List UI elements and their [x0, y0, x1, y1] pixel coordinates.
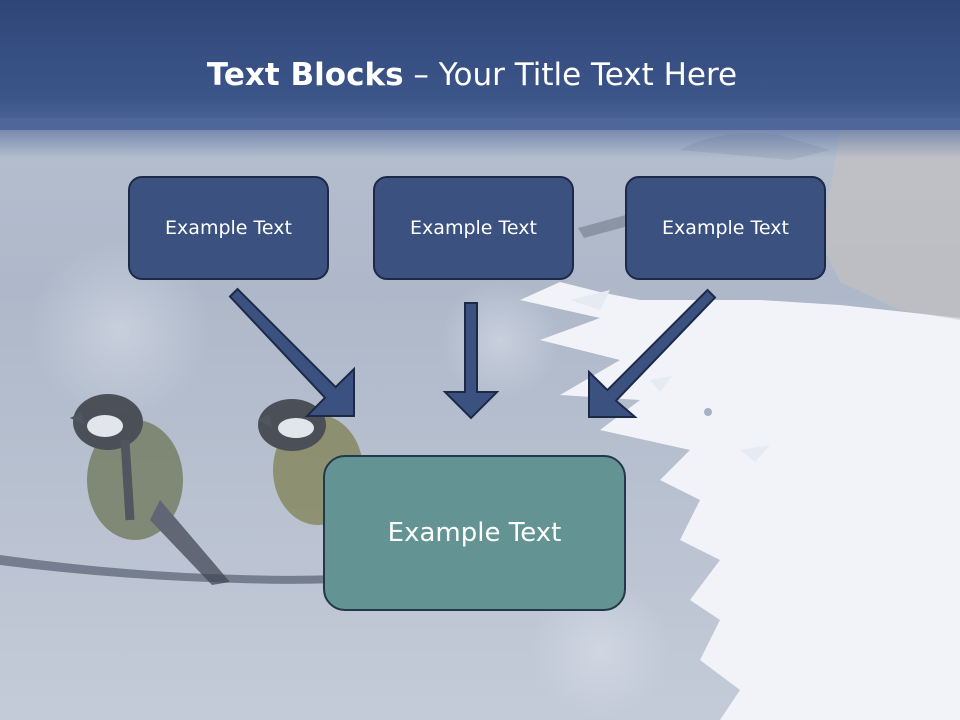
bird-left-icon	[70, 394, 230, 585]
text-block-center[interactable]: Example Text	[323, 455, 626, 611]
text-block-right[interactable]: Example Text	[625, 176, 826, 280]
title-rest: Your Title Text Here	[438, 57, 738, 93]
text-block-middle-label: Example Text	[410, 217, 537, 239]
title-bar	[0, 0, 960, 130]
title-bold: Text Blocks	[206, 57, 404, 93]
text-block-left-label: Example Text	[165, 217, 292, 239]
title-bar-fade	[0, 118, 960, 158]
text-block-center-label: Example Text	[387, 518, 562, 548]
title-separator: –	[403, 57, 439, 93]
text-block-left[interactable]: Example Text	[128, 176, 329, 280]
text-block-middle[interactable]: Example Text	[373, 176, 574, 280]
text-block-right-label: Example Text	[662, 217, 789, 239]
slide-title: Text Blocks – Your Title Text Here	[0, 54, 944, 96]
